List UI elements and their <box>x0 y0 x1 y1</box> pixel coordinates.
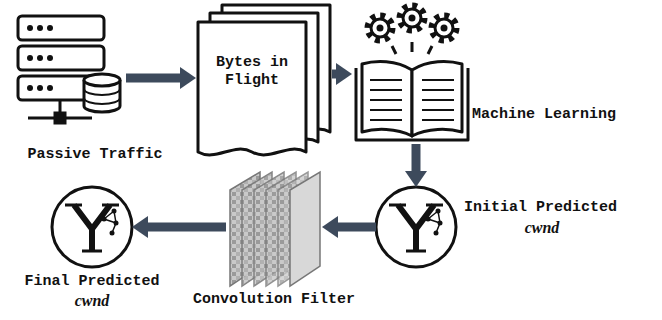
flow-arrow <box>332 70 336 79</box>
node-label: Initial Predicted <box>464 199 644 217</box>
filter-node: Convolution Filter <box>226 168 322 290</box>
page-node: Bytes in Flight <box>196 4 332 162</box>
server-icon <box>18 16 120 123</box>
server-lights <box>27 25 53 91</box>
variable-label: cwnd <box>464 219 620 237</box>
node-label: Machine Learning <box>472 106 652 124</box>
server-node: Passive Traffic <box>14 12 126 144</box>
flow-arrow <box>148 223 226 232</box>
learning-node: Machine Learning <box>352 4 472 144</box>
flow-arrow <box>126 74 180 83</box>
model-node: Initial Predictedcwnd <box>376 187 456 267</box>
filter-layers <box>230 172 320 286</box>
node-label: Final Predicted <box>8 273 176 291</box>
model-node: Final Predictedcwnd <box>52 187 132 267</box>
node-label: Bytes in Flight <box>202 54 302 90</box>
model-symbol <box>376 187 456 267</box>
flow-arrow <box>338 223 376 232</box>
model-symbol <box>52 187 132 267</box>
variable-label: cwnd <box>8 292 176 310</box>
node-label: Convolution Filter <box>182 291 366 309</box>
page-stack <box>198 5 330 155</box>
flow-arrow <box>412 144 421 171</box>
gear-icons <box>368 6 456 54</box>
node-label: Passive Traffic <box>10 146 180 164</box>
book-icon <box>356 62 468 140</box>
